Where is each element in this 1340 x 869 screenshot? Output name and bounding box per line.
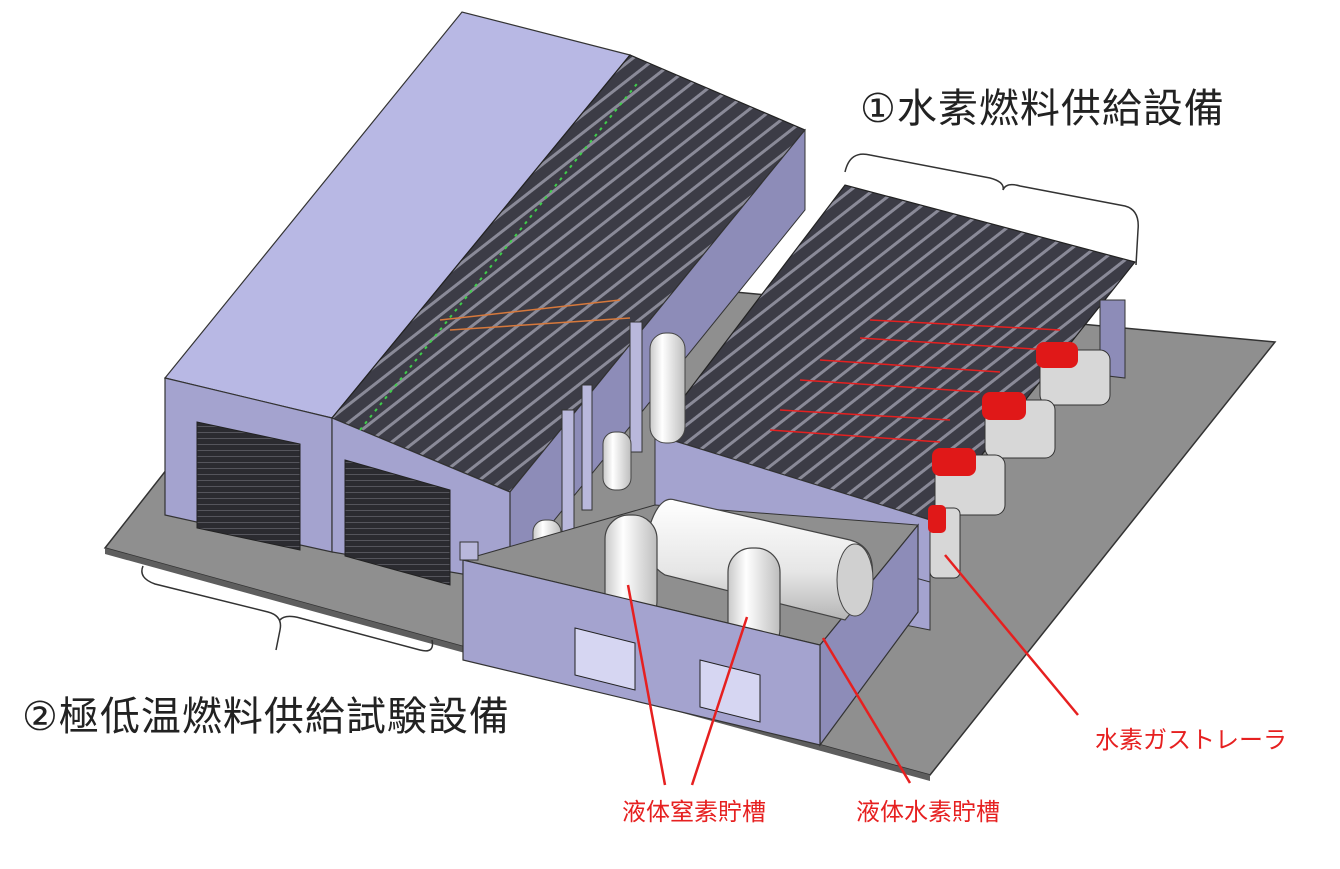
roof-guide-line bbox=[359, 79, 641, 431]
roof-guide-line bbox=[439, 299, 621, 321]
hydrogen-supply-label: ①水素燃料供給設備 bbox=[860, 86, 1225, 132]
tank-yard-door bbox=[574, 627, 636, 691]
roof-guide-line bbox=[449, 317, 631, 331]
hydrogen-supply-bracket bbox=[844, 153, 1139, 266]
roof-red-lines bbox=[769, 319, 1061, 443]
cryogenic-test-label: ②極低温燃料供給試験設備 bbox=[22, 694, 510, 740]
hydrogen-trailer-label: 水素ガストレーラ bbox=[1095, 726, 1287, 754]
lh2-tank-label: 液体水素貯槽 bbox=[856, 798, 1000, 826]
hydrogen-trailers bbox=[928, 342, 1111, 579]
tank-yard-box bbox=[459, 541, 479, 561]
tank-yard-door bbox=[699, 659, 761, 723]
ln2-tank-label: 液体窒素貯槽 bbox=[622, 798, 766, 826]
left-hall-shutter bbox=[196, 421, 301, 551]
callout-lines bbox=[626, 554, 1079, 786]
vent-stacks bbox=[561, 321, 643, 551]
cryogenic-test-bracket bbox=[141, 565, 434, 652]
middle-hall-shutter bbox=[344, 459, 451, 586]
